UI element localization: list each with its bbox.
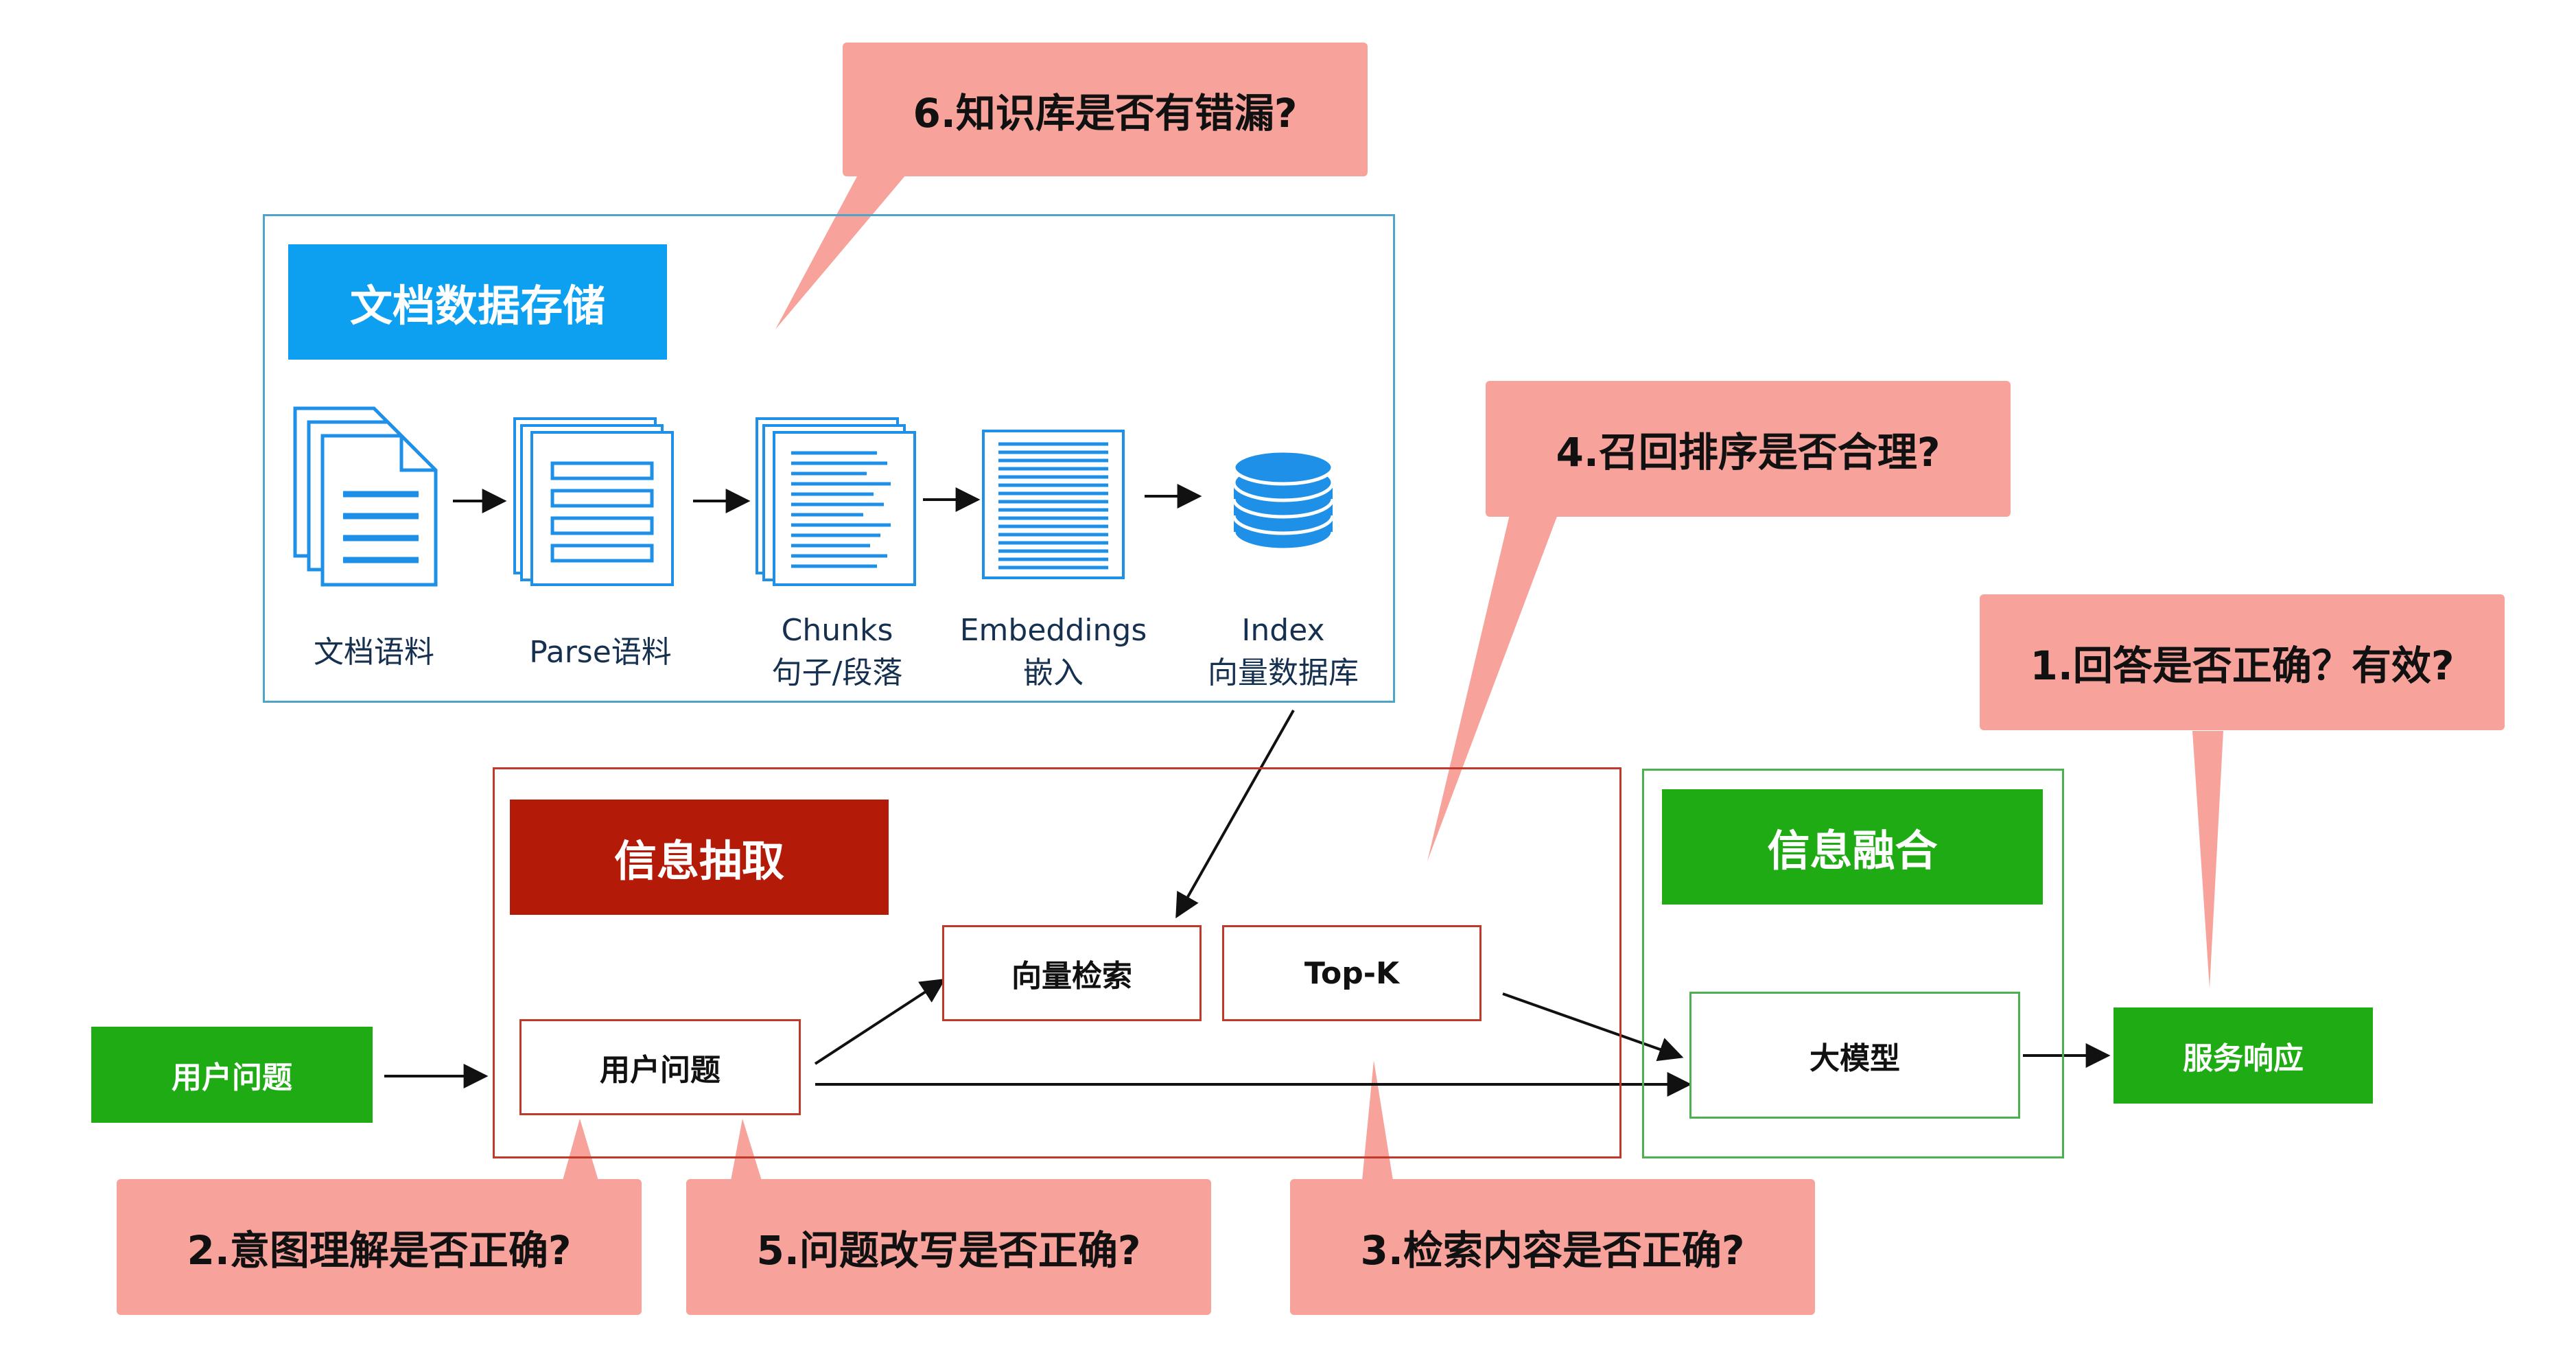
database-icon	[1232, 450, 1335, 552]
stage-label-documents: 文档语料	[314, 635, 434, 670]
arrow-topk-llm	[1502, 992, 1684, 1062]
chunks-icon	[753, 415, 918, 587]
stage-label-embeddings: Embeddings 嵌入	[959, 613, 1147, 690]
fusion-frame	[1642, 769, 2064, 1158]
callout-intent: 2.意图理解是否正确?	[117, 1179, 642, 1315]
stage-label-parse: Parse语料	[529, 635, 672, 670]
arrow-question-search	[814, 979, 946, 1065]
callout-recall-ranking: 4.召回排序是否合理?	[1486, 381, 2011, 517]
documents-icon	[292, 405, 446, 592]
extraction-title: 信息抽取	[510, 800, 889, 915]
fusion-title: 信息融合	[1662, 789, 2043, 905]
parsed-pages-icon	[511, 415, 676, 587]
user-question-input: 用户问题	[91, 1027, 373, 1123]
stage-label-index: Index 向量数据库	[1208, 613, 1359, 690]
vector-search-node: 向量检索	[942, 925, 1202, 1021]
question-node: 用户问题	[519, 1019, 801, 1115]
callout-query-rewrite: 5.问题改写是否正确?	[686, 1179, 1211, 1315]
callout-3-pointer	[1362, 1060, 1393, 1180]
callout-5-pointer	[731, 1119, 762, 1180]
callout-1-pointer	[2192, 731, 2223, 988]
stage-label-chunks: Chunks 句子/段落	[771, 613, 903, 690]
callout-knowledge-base: 6.知识库是否有错漏?	[843, 43, 1368, 176]
callout-4-pointer	[1427, 515, 1558, 861]
callout-2-pointer	[563, 1119, 598, 1180]
callout-answer-valid: 1.回答是否正确？有效?	[1980, 594, 2505, 730]
llm-node: 大模型	[1689, 992, 2020, 1119]
arrow-index-search	[1175, 710, 1295, 919]
storage-frame	[263, 214, 1395, 703]
extraction-frame	[493, 767, 1621, 1158]
storage-title: 文档数据存储	[288, 244, 667, 360]
callout-6-pointer	[775, 175, 906, 329]
callout-retrieval: 3.检索内容是否正确?	[1290, 1179, 1815, 1315]
embeddings-icon	[981, 429, 1125, 580]
service-response-output: 服务响应	[2114, 1007, 2373, 1104]
topk-node: Top-K	[1222, 925, 1482, 1021]
